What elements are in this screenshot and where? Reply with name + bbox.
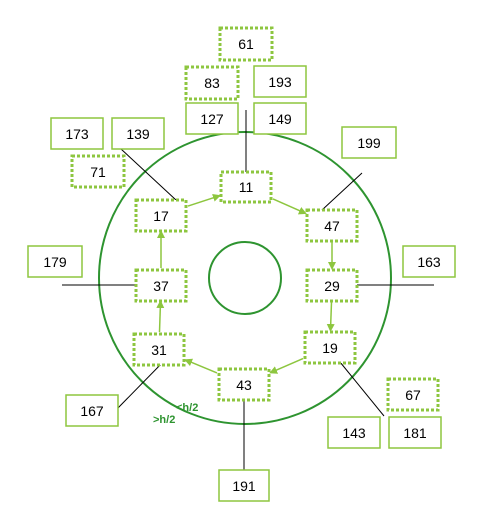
ring-node-box-47 — [305, 208, 359, 243]
connector-top-left — [120, 148, 177, 201]
outer-key-label-83: 83 — [204, 75, 220, 91]
outer-key-box-167 — [65, 394, 119, 427]
outer-key: 179 — [27, 245, 83, 278]
ring-node: 37 — [134, 268, 188, 303]
outer-key-box-193 — [253, 65, 307, 98]
outer-key-label-71: 71 — [90, 164, 106, 180]
outer-key-label-181: 181 — [403, 425, 427, 441]
outer-key: 67 — [386, 377, 440, 412]
ring-node-label-17: 17 — [153, 208, 169, 224]
ring-node-box-17 — [134, 198, 188, 233]
outer-key-box-143 — [327, 416, 381, 449]
outer-key-box-149 — [253, 102, 307, 135]
outer-key-label-149: 149 — [268, 111, 292, 127]
ring-node-box-29 — [305, 268, 359, 303]
ring-node-box-37 — [134, 268, 188, 303]
ring-arrow-n43-n31 — [184, 358, 218, 374]
outer-key: 163 — [402, 245, 456, 278]
outer-key: 199 — [341, 126, 397, 159]
ring-arrow-n11-n47 — [272, 198, 307, 215]
outer-key: 61 — [218, 26, 274, 62]
ring-node-box-11 — [219, 170, 273, 204]
outer-key: 139 — [111, 117, 165, 150]
outer-key-box-71 — [70, 154, 126, 189]
outer-key-box-181 — [388, 416, 442, 449]
ring-arrow-n29-n19 — [326, 301, 335, 332]
ring-node-label-31: 31 — [151, 342, 167, 358]
outer-key-box-191 — [218, 469, 270, 502]
ring-node-box-31 — [132, 332, 186, 367]
inner-ring — [208, 241, 282, 315]
outer-key: 143 — [327, 416, 381, 449]
outer-key-label-61: 61 — [238, 36, 254, 52]
ring-node: 11 — [219, 170, 273, 204]
outer-key-label-127: 127 — [200, 111, 224, 127]
ring-node: 29 — [305, 268, 359, 303]
outer-key-box-199 — [341, 126, 397, 159]
ring-node-box-19 — [303, 330, 357, 365]
outer-key: 71 — [70, 154, 126, 189]
outer-key-label-199: 199 — [357, 135, 381, 151]
ring-node: 19 — [303, 330, 357, 365]
ring-node-label-29: 29 — [324, 278, 340, 294]
label-greater-half: >h/2 — [153, 414, 175, 426]
connector-bottom-right — [339, 361, 385, 417]
ring-arrow-n17-n11 — [187, 193, 221, 207]
outer-key-box-179 — [27, 245, 83, 278]
outer-key-box-83 — [184, 65, 240, 101]
outer-key: 127 — [185, 102, 239, 135]
outer-key-label-139: 139 — [126, 126, 150, 142]
outer-key: 83 — [184, 65, 240, 101]
ring-node-label-11: 11 — [239, 179, 254, 195]
outer-key-box-67 — [386, 377, 440, 412]
outer-key-label-193: 193 — [268, 74, 292, 90]
outer-key-box-61 — [218, 26, 274, 62]
ring-arrow-n31-n37 — [156, 300, 165, 333]
ring-node-label-37: 37 — [153, 278, 169, 294]
outer-key-box-127 — [185, 102, 239, 135]
ring-node: 17 — [134, 198, 188, 233]
ring-node: 43 — [217, 367, 271, 402]
ring-arrow-n19-n43 — [269, 357, 304, 374]
outer-ring — [98, 131, 392, 425]
ring-node-box-43 — [217, 367, 271, 402]
ring-node-label-19: 19 — [322, 340, 338, 356]
outer-key-box-173 — [50, 117, 104, 150]
outer-key-label-143: 143 — [342, 425, 366, 441]
ring-node-label-47: 47 — [324, 218, 340, 234]
connector-lines — [62, 110, 434, 470]
outer-key-label-163: 163 — [417, 254, 441, 270]
ring-arrows — [156, 193, 336, 374]
ring-node: 47 — [305, 208, 359, 243]
outer-key-label-67: 67 — [405, 387, 421, 403]
outer-key: 149 — [253, 102, 307, 135]
connector-top-right — [321, 172, 363, 211]
ring-node-label-43: 43 — [236, 377, 252, 393]
outer-key: 167 — [65, 394, 119, 427]
outer-key-box-163 — [402, 245, 456, 278]
ring-node: 31 — [132, 332, 186, 367]
outer-key: 193 — [253, 65, 307, 98]
outer-key-box-139 — [111, 117, 165, 150]
connector-bottom-left — [116, 358, 167, 410]
outer-key-label-191: 191 — [232, 478, 256, 494]
outer-key-label-173: 173 — [65, 126, 89, 142]
label-less-half: <h/2 — [176, 402, 198, 414]
outer-key: 181 — [388, 416, 442, 449]
outer-key-label-179: 179 — [43, 254, 67, 270]
outer-key: 191 — [218, 469, 270, 502]
outer-key-label-167: 167 — [80, 403, 104, 419]
outer-key: 173 — [50, 117, 104, 150]
